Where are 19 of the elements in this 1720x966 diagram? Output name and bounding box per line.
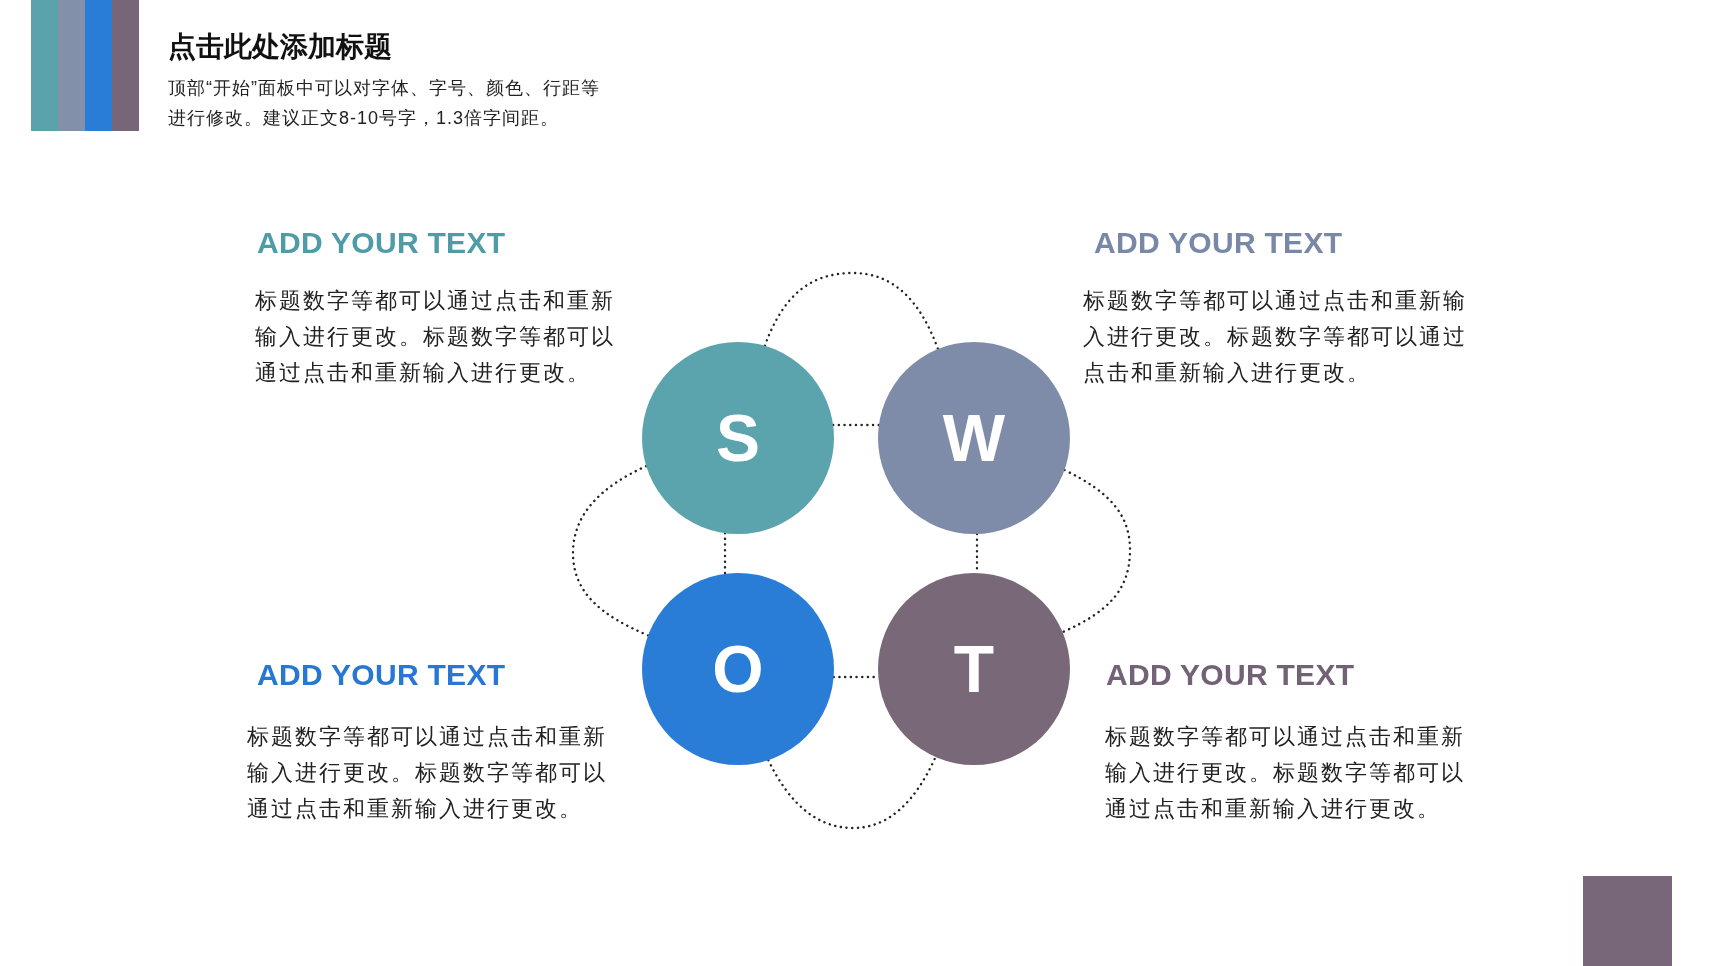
- dotted-loop: [571, 464, 650, 637]
- section-body: 标题数字等都可以通过点击和重新输入进行更改。标题数字等都可以通过点击和重新输入进行更改。: [247, 723, 608, 823]
- circle-letter: O: [712, 636, 764, 702]
- circle-letter: S: [716, 405, 760, 471]
- section-heading: ADD YOUR TEXT: [1106, 657, 1355, 693]
- section-body: 标题数字等都可以通过点击和重新输入进行更改。标题数字等都可以通过点击和重新输入进行更改。: [1105, 723, 1466, 823]
- section-heading: ADD YOUR TEXT: [257, 225, 506, 261]
- dotted-connector: [831, 423, 881, 427]
- dotted-loop: [767, 755, 937, 830]
- subtitle-text: 顶部“开始”面板中可以对字体、字号、颜色、行距等进行修改。建议正文8-10号字，1.3倍字间距。: [168, 77, 601, 130]
- section-heading: ADD YOUR TEXT: [1094, 225, 1343, 261]
- circle-letter: W: [942, 405, 1006, 471]
- circle-letter: T: [953, 636, 995, 702]
- section-heading: ADD YOUR TEXT: [257, 657, 506, 693]
- dotted-loop: [1061, 468, 1132, 634]
- slide-title: 点击此处添加标题: [168, 30, 392, 64]
- section-body: 标题数字等都可以通过点击和重新输入进行更改。标题数字等都可以通过点击和重新输入进行更改。: [1083, 287, 1468, 387]
- section-body: 标题数字等都可以通过点击和重新输入进行更改。标题数字等都可以通过点击和重新输入进行更改。: [255, 287, 616, 387]
- dotted-loop: [763, 271, 940, 351]
